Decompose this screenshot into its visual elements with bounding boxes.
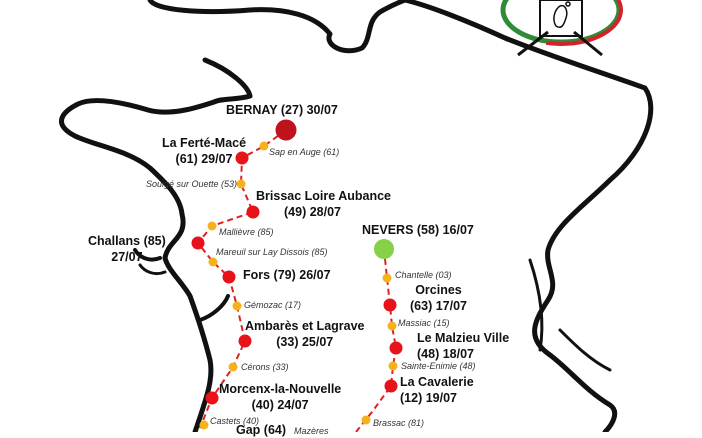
stage-label-fors: Fors (79) 26/07 [243, 268, 331, 282]
stop-gemozac [232, 301, 242, 311]
stop-label-soulge: Soulgé sur Ouette (53) [146, 179, 238, 189]
marker-malzieu [389, 341, 403, 355]
stop-brassac [361, 415, 371, 425]
stop-sainte-enimie [388, 361, 398, 371]
stop-label-mazeres: Mazères [294, 426, 329, 436]
stop-cerons [228, 362, 238, 372]
stage-label-ambares: Ambarès et Lagrave (33) 25/07 [245, 318, 365, 350]
stop-mareuil [208, 257, 218, 267]
stage-label-orcines: Orcines (63) 17/07 [410, 282, 467, 314]
stage-label-bernay: BERNAY (27) 30/07 [226, 103, 338, 117]
france-outline [59, 0, 654, 432]
stage-label-challans: Challans (85) 27/07 [88, 233, 166, 265]
foot-icon [553, 1, 571, 29]
stage-label-malzieu: Le Malzieu Ville (48) 18/07 [417, 330, 509, 362]
marker-ambares [238, 334, 252, 348]
stage-dept-date: (40) 24/07 [251, 398, 309, 412]
stage-dept-date: (12) 19/07 [400, 391, 457, 405]
stage-name: Morcenx-la-Nouvelle [219, 382, 342, 396]
stop-label-castets: Castets (40) [210, 416, 260, 426]
stage-dept-date: (63) 17/07 [410, 299, 467, 313]
stop-label-cerons: Cérons (33) [241, 362, 289, 372]
stop-label-mareuil: Mareuil sur Lay Dissois (85) [216, 247, 328, 257]
marker-challans [191, 236, 205, 250]
marker-nevers [374, 239, 394, 259]
stage-name: La Ferté-Macé [162, 136, 247, 150]
stage-dept-date: (48) 18/07 [417, 347, 474, 361]
stop-mallievre [207, 221, 217, 231]
stop-soulge [236, 179, 246, 189]
stage-dept-date: (49) 28/07 [284, 205, 341, 219]
logo [499, 0, 623, 57]
stage-label-morcenx: Morcenx-la-Nouvelle (40) 24/07 [219, 381, 341, 413]
stop-label-mallievre: Mallièvre (85) [219, 227, 274, 237]
stage-dept-date: (33) 25/07 [276, 335, 334, 349]
stop-chantelle [382, 273, 392, 283]
marker-orcines [383, 298, 397, 312]
stage-name: Challans (85) [88, 234, 166, 248]
marker-la-ferte-mace [235, 151, 249, 165]
stop-markers [199, 141, 398, 430]
stop-label-sainte-enimie: Sainte-Enimie (48) [401, 361, 476, 371]
stop-label-sap-en-auge: Sap en Auge (61) [269, 147, 340, 157]
stop-castets [199, 420, 209, 430]
stage-name: La Cavalerie [400, 375, 474, 389]
stage-dept-date: 27/07 [111, 250, 143, 264]
stage-name: Brissac Loire Aubance [256, 189, 392, 203]
stage-label-la-cavalerie: La Cavalerie (12) 19/07 [400, 374, 474, 406]
stop-label-brassac: Brassac (81) [373, 418, 425, 428]
stage-name: Le Malzieu Ville [417, 331, 510, 345]
stage-label-la-ferte-mace: La Ferté-Macé (61) 29/07 [162, 135, 246, 167]
stage-name: Orcines [415, 283, 462, 297]
stop-label-gemozac: Gémozac (17) [244, 300, 302, 310]
stage-dept-date: (61) 29/07 [175, 152, 233, 166]
stage-label-brissac: Brissac Loire Aubance (49) 28/07 [256, 188, 391, 220]
route-lines [196, 129, 398, 432]
marker-fors [222, 270, 236, 284]
stage-markers [191, 119, 403, 405]
stop-label-chantelle: Chantelle (03) [395, 270, 452, 280]
stop-massiac [387, 321, 397, 331]
marker-bernay [275, 119, 297, 141]
marker-brissac [246, 205, 260, 219]
stop-sap-en-auge [259, 141, 269, 151]
stage-name: Ambarès et Lagrave [245, 319, 365, 333]
marker-la-cavalerie [384, 379, 398, 393]
stop-label-massiac: Massiac (15) [398, 318, 450, 328]
stage-label-nevers: NEVERS (58) 16/07 [362, 223, 474, 237]
marker-morcenx [205, 391, 219, 405]
